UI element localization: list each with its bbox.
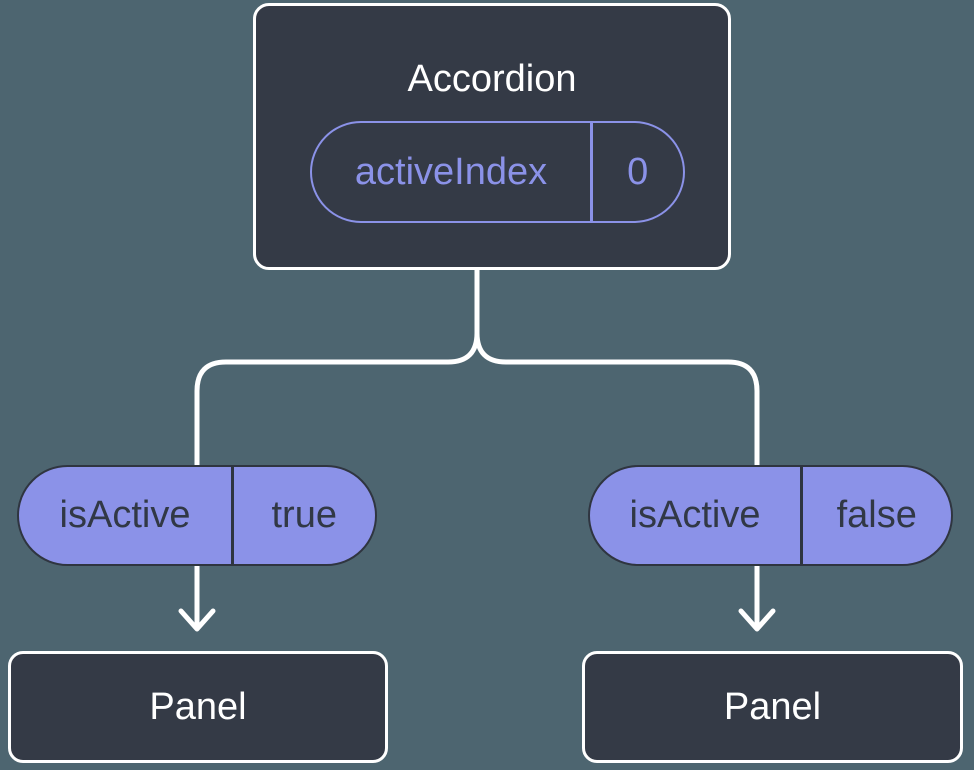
prop-pill-value: true — [271, 494, 337, 536]
arrow-down-right-icon — [738, 563, 776, 632]
pill-divider — [231, 467, 234, 564]
pill-divider — [590, 123, 593, 221]
connector-left-branch — [194, 265, 480, 468]
state-pill-name: activeIndex — [354, 150, 548, 193]
prop-pill-name: isActive — [629, 494, 761, 536]
node-accordion-title: Accordion — [407, 58, 577, 100]
state-pill-activeindex: activeIndex 0 — [310, 121, 685, 223]
node-accordion: Accordion activeIndex 0 — [253, 3, 731, 270]
node-panel-title: Panel — [723, 685, 822, 728]
node-panel-left: Panel — [8, 651, 388, 763]
prop-pill-isactive-true: isActive true — [17, 465, 377, 566]
pill-divider — [800, 467, 803, 564]
prop-pill-isactive-false: isActive false — [588, 465, 953, 566]
prop-pill-name: isActive — [59, 494, 191, 536]
connector-right-branch — [474, 265, 760, 468]
node-panel-title: Panel — [149, 685, 247, 728]
state-pill-value: 0 — [627, 150, 649, 193]
prop-pill-value: false — [836, 494, 917, 536]
arrow-down-left-icon — [178, 563, 216, 632]
node-panel-right: Panel — [582, 651, 963, 763]
